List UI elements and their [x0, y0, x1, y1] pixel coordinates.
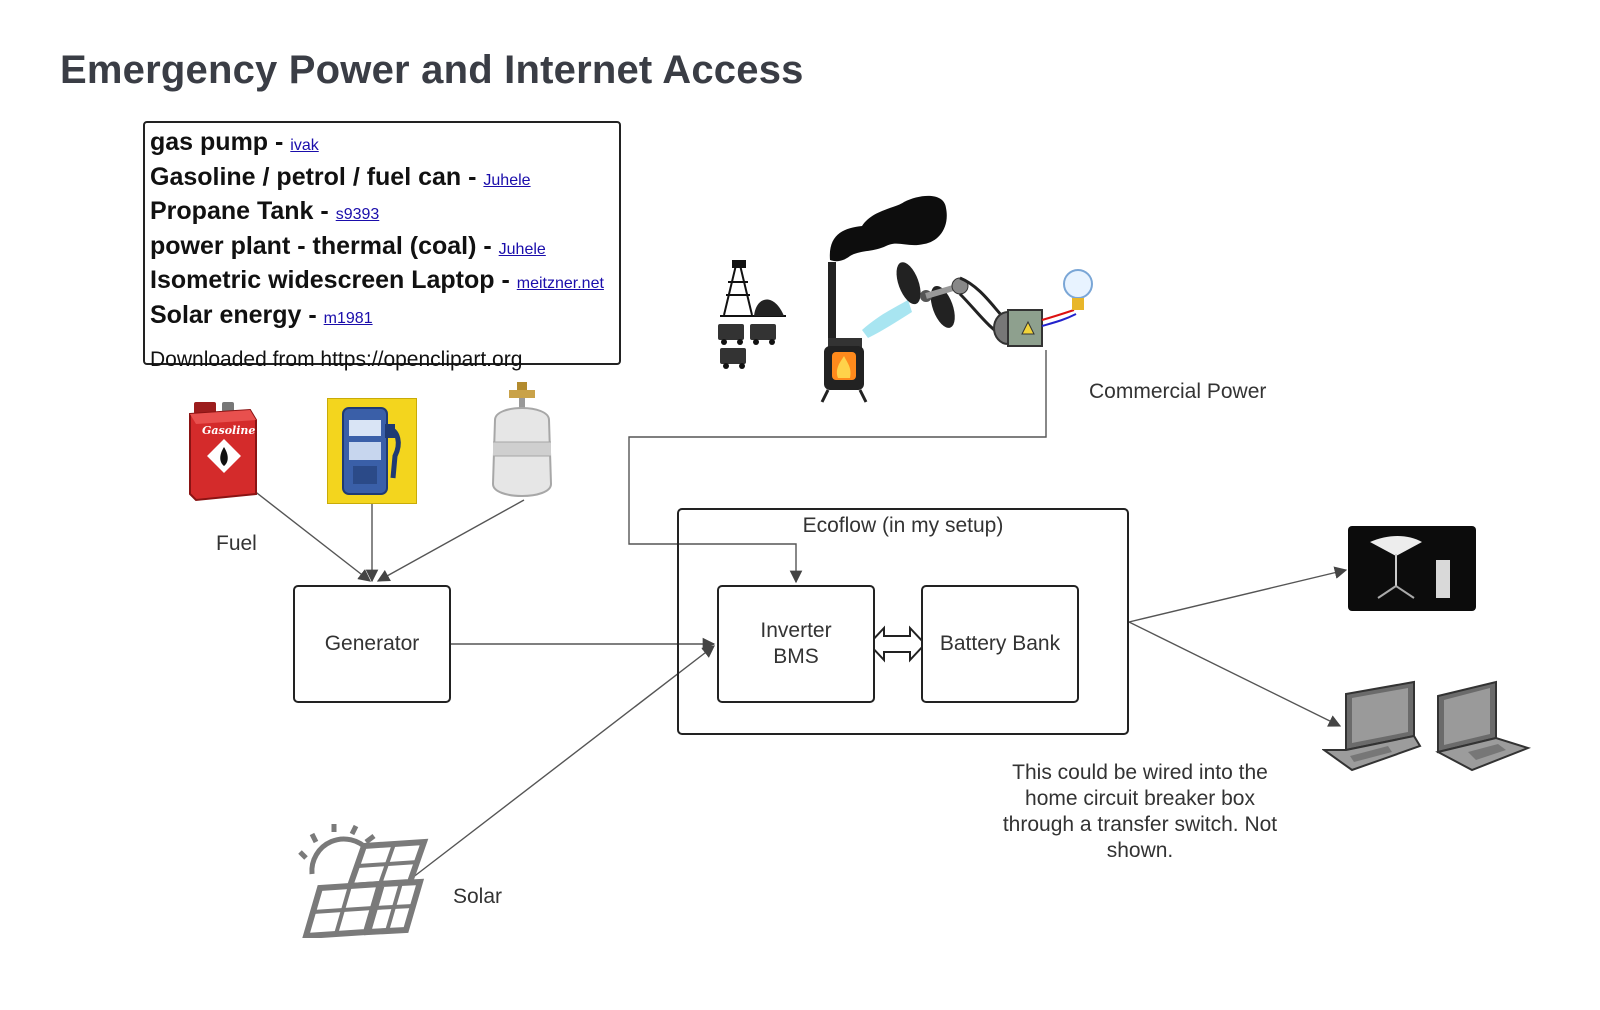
credit-name: Propane Tank	[150, 197, 314, 225]
laptop-icon	[1435, 680, 1532, 772]
credit-author-link[interactable]: Juhele	[498, 240, 546, 258]
generator-label: Generator	[324, 632, 420, 655]
ecoflow-title: Ecoflow (in my setup)	[802, 514, 1004, 537]
inverter-label: Inverter BMS	[760, 619, 832, 668]
solar-panel-icon	[298, 824, 429, 938]
coal-power-plant-icon	[718, 195, 1093, 403]
credit-item: Solar energy - m1981	[150, 300, 373, 329]
transfer-switch-note: This could be wired into the home circui…	[1002, 761, 1278, 862]
laptop-icon	[1322, 680, 1422, 772]
edge-ecoflow-satellite	[1128, 566, 1348, 623]
propane-tank-icon	[491, 382, 553, 497]
gasoline-can-icon: Gasoline	[189, 402, 257, 502]
credit-author-link[interactable]: Juhele	[483, 171, 531, 189]
credit-name: Isometric widescreen Laptop	[150, 266, 495, 294]
edge-propane-generator	[376, 499, 525, 582]
battery-label: Battery Bank	[939, 632, 1061, 655]
page-title: Emergency Power and Internet Access	[60, 48, 804, 92]
credit-item: Gasoline / petrol / fuel can - Juhele	[150, 162, 531, 191]
credit-name: Solar energy	[150, 300, 302, 329]
credit-name: gas pump	[150, 128, 269, 156]
credit-name: Gasoline / petrol / fuel can	[150, 162, 462, 191]
credits-footer: Downloaded from https://openclipart.org	[150, 348, 523, 371]
satellite-dish-icon	[1348, 526, 1476, 611]
credit-author-link[interactable]: meitzner.net	[516, 275, 604, 292]
edge-solar-inverter	[411, 645, 715, 879]
credit-item: Propane Tank - s9393	[150, 197, 380, 225]
credit-item: power plant - thermal (coal) - Juhele	[150, 231, 546, 260]
credits-box: gas pump - ivak Gasoline / petrol / fuel…	[143, 121, 621, 371]
commercial-power-label: Commercial Power	[1089, 380, 1267, 403]
credit-name: power plant - thermal (coal)	[150, 231, 477, 260]
inverter-box: Inverter BMS	[717, 585, 875, 703]
gas-pump-icon	[327, 398, 417, 504]
credit-author-link[interactable]: m1981	[323, 309, 373, 327]
edge-gascan-generator	[252, 489, 371, 582]
credit-item: gas pump - ivak	[150, 128, 319, 156]
edge-commercial-inverter	[628, 350, 1047, 584]
battery-box: Battery Bank	[921, 585, 1079, 703]
solar-label: Solar	[453, 885, 503, 908]
generator-box: Generator	[293, 585, 451, 703]
ecoflow-container: Ecoflow (in my setup)	[677, 508, 1129, 735]
svg-text:Gasoline: Gasoline	[202, 424, 255, 437]
fuel-label: Fuel	[216, 532, 257, 555]
credit-author-link[interactable]: s9393	[335, 206, 380, 223]
credit-item: Isometric widescreen Laptop - meitzner.n…	[150, 266, 604, 294]
edge-ecoflow-laptops	[1128, 621, 1342, 727]
credit-author-link[interactable]: ivak	[290, 137, 319, 154]
